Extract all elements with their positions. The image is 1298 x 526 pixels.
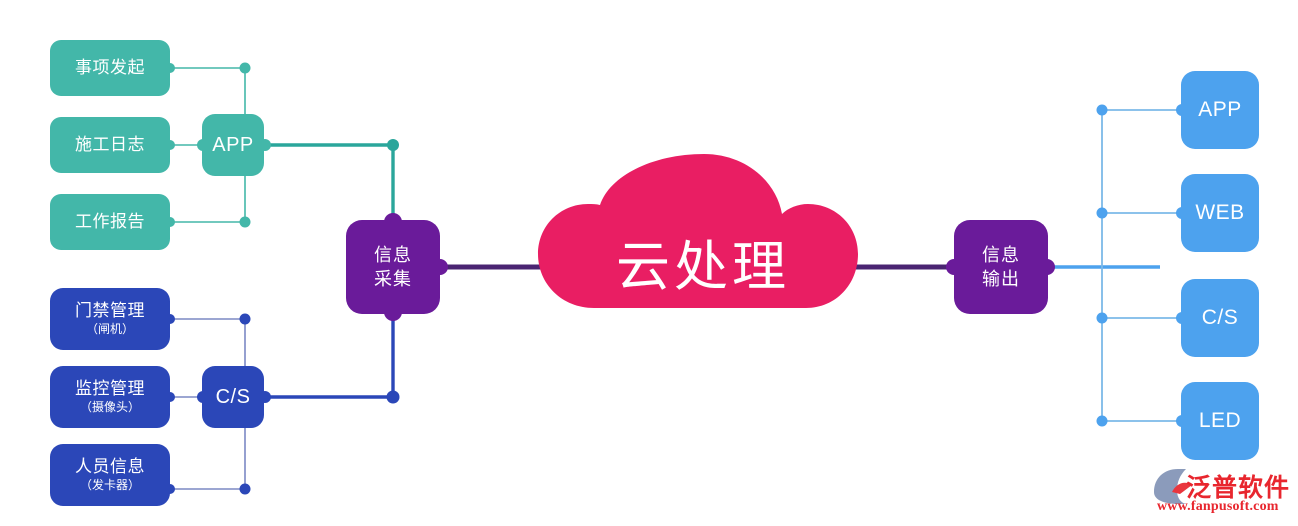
process-info-output-line1: 信息 [982,244,1020,265]
watermark-url: www.fanpusoft.com [1157,499,1279,514]
input-work-report[interactable]: 工作报告 [50,194,170,250]
hub-cs[interactable]: C/S [202,366,264,428]
output-cs-label: C/S [1201,305,1239,329]
hub-cs-label: C/S [215,385,251,408]
wire-dot-out-cs [1096,312,1108,324]
wire-dot-out-app [1096,104,1108,116]
cloud-label: 云处理 [616,236,790,297]
hub-app-label: APP [212,133,254,156]
wire-dot-access-control [239,313,251,325]
output-web-label: WEB [1195,200,1245,224]
input-item-initiate[interactable]: 事项发起 [50,40,170,96]
input-worklog-label: 施工日志 [75,135,145,155]
input-monitoring-sublabel: （摄像头） [79,399,140,414]
watermark-mark-right [1172,482,1192,494]
input-access-control[interactable]: 门禁管理 （闸机） [50,288,170,350]
watermark-logo-icon [1154,469,1192,504]
output-app[interactable]: APP [1181,71,1259,149]
wire-dot-personnel [239,483,251,495]
input-personnel-sublabel: （发卡器） [79,477,140,492]
wire-dot-app-corner [387,139,399,151]
input-access-control-sublabel: （闸机） [85,321,134,336]
output-cs[interactable]: C/S [1181,279,1259,357]
output-led-label: LED [1198,408,1242,432]
process-info-output[interactable]: 信息 输出 [954,220,1048,314]
input-monitoring-label: 监控管理 [75,379,145,399]
watermark-mark-left [1154,469,1188,504]
hub-app[interactable]: APP [202,114,264,176]
watermark-brand: 泛普软件 [1186,474,1291,502]
wire-dot-item-initiate [239,62,251,74]
process-info-collect[interactable]: 信息 采集 [346,220,440,314]
process-info-collect-line2: 采集 [374,268,412,289]
input-access-control-label: 门禁管理 [75,301,145,321]
wire-dot-out-led [1096,415,1108,427]
input-worklog[interactable]: 施工日志 [50,117,170,173]
input-monitoring[interactable]: 监控管理 （摄像头） [50,366,170,428]
cloud-path [538,154,858,308]
wire-dot-cs-corner [386,390,400,404]
input-personnel-label: 人员信息 [75,457,145,477]
output-led[interactable]: LED [1181,382,1259,460]
output-app-label: APP [1198,97,1242,121]
input-item-initiate-label: 事项发起 [75,58,145,78]
output-web[interactable]: WEB [1181,174,1259,252]
input-work-report-label: 工作报告 [75,212,145,232]
process-info-output-line2: 输出 [982,268,1020,289]
input-personnel[interactable]: 人员信息 （发卡器） [50,444,170,506]
wire-dot-work-report [239,216,251,228]
cloud-shape [538,154,858,308]
process-info-collect-line1: 信息 [374,244,412,265]
wire-dot-out-web [1096,207,1108,219]
